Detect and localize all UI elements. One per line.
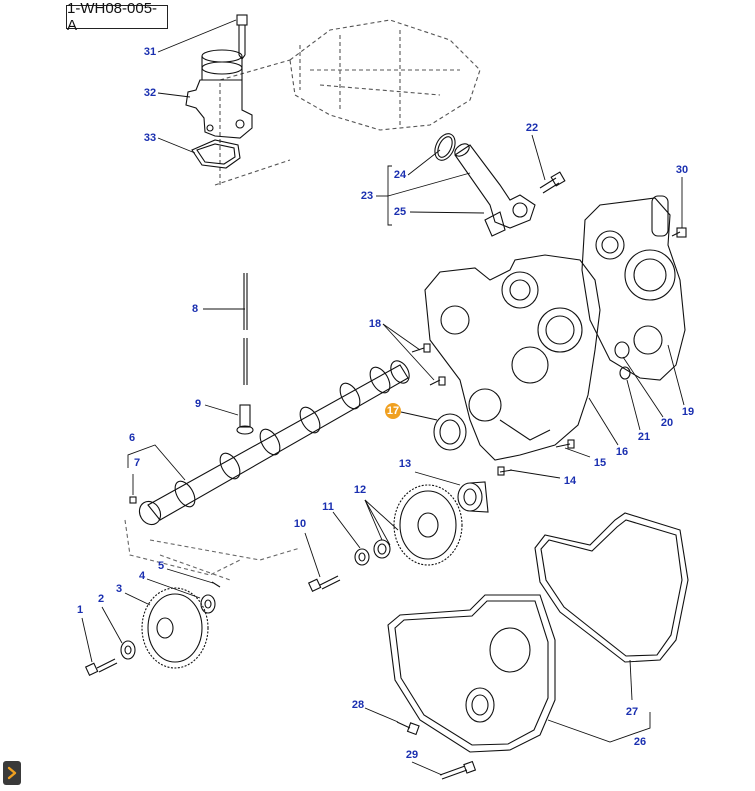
callout-29[interactable]: 29	[405, 749, 419, 761]
callout-15[interactable]: 15	[593, 457, 607, 469]
part-16-timing-case	[424, 254, 601, 461]
part-13-hub	[457, 481, 489, 513]
part-25-gasket	[484, 211, 506, 237]
part-21-plug	[619, 366, 631, 380]
part-22-bolt	[539, 171, 566, 194]
callout-8[interactable]: 8	[191, 303, 199, 315]
callout-13[interactable]: 13	[398, 458, 412, 470]
callout-30[interactable]: 30	[675, 164, 689, 176]
part-8-pushrods	[243, 273, 248, 385]
part-20-plug	[614, 341, 630, 359]
callout-9[interactable]: 9	[194, 398, 202, 410]
part-9-tappet	[236, 404, 254, 435]
part-12-idler-gear	[393, 484, 463, 566]
part-32-thermostat-housing	[185, 49, 253, 139]
callout-16[interactable]: 16	[615, 446, 629, 458]
part-15-bolt	[555, 439, 575, 449]
part-28-bolt	[396, 721, 420, 736]
callout-11[interactable]: 11	[322, 501, 334, 513]
callout-28[interactable]: 28	[351, 699, 365, 711]
callout-2[interactable]: 2	[97, 593, 105, 605]
diagram-id-label: 1-WH08-005-A	[66, 0, 168, 34]
callout-18[interactable]: 18	[368, 318, 382, 330]
callout-14[interactable]: 14	[563, 475, 577, 487]
callout-4[interactable]: 4	[138, 570, 146, 582]
part-23-elbow	[454, 143, 536, 229]
part-3-camshaft-gear	[141, 587, 209, 669]
callout-22[interactable]: 22	[525, 122, 539, 134]
part-26-timing-cover	[387, 594, 556, 753]
callout-31[interactable]: 31	[143, 46, 157, 58]
part-2-washer	[120, 640, 136, 660]
chevron-right-icon	[7, 766, 17, 780]
part-6-camshaft	[138, 360, 410, 526]
part-5-pin	[211, 581, 221, 588]
callout-27[interactable]: 27	[625, 706, 639, 718]
part-7-key	[129, 496, 137, 504]
callout-21[interactable]: 21	[637, 431, 651, 443]
part-1-bolt	[84, 658, 118, 676]
part-19-front-plate	[581, 195, 686, 381]
part-24-oring	[434, 133, 456, 161]
part-30-bolt	[671, 227, 687, 238]
callout-32[interactable]: 32	[143, 87, 157, 99]
next-button[interactable]	[3, 761, 21, 785]
part-33-gasket	[191, 139, 241, 169]
callout-25[interactable]: 25	[393, 206, 407, 218]
part-10-bolt	[307, 575, 341, 592]
leader-lines	[81, 19, 685, 776]
callout-24[interactable]: 24	[393, 169, 407, 181]
callout-10[interactable]: 10	[293, 518, 307, 530]
callout-26[interactable]: 26	[633, 736, 647, 748]
callout-23[interactable]: 23	[360, 190, 374, 202]
callout-6[interactable]: 6	[128, 432, 136, 444]
callout-20[interactable]: 20	[660, 417, 674, 429]
part-12-washers	[373, 539, 391, 559]
callout-33[interactable]: 33	[143, 132, 157, 144]
callout-1[interactable]: 1	[76, 604, 84, 616]
part-14-bolt	[497, 466, 513, 476]
part-27-gasket	[534, 512, 689, 663]
part-4-washer	[200, 594, 216, 614]
callout-12[interactable]: 12	[353, 484, 367, 496]
part-11-washer	[354, 548, 370, 566]
guide-lines	[124, 519, 301, 581]
part-17-seal	[433, 413, 467, 451]
part-18-bolts	[411, 343, 446, 386]
callout-3[interactable]: 3	[115, 583, 123, 595]
callout-19[interactable]: 19	[681, 406, 695, 418]
part-29-bolt	[439, 760, 477, 780]
callout-5[interactable]: 5	[157, 560, 165, 572]
callout-17-highlighted[interactable]: 17	[385, 403, 401, 419]
callout-7[interactable]: 7	[133, 457, 141, 469]
